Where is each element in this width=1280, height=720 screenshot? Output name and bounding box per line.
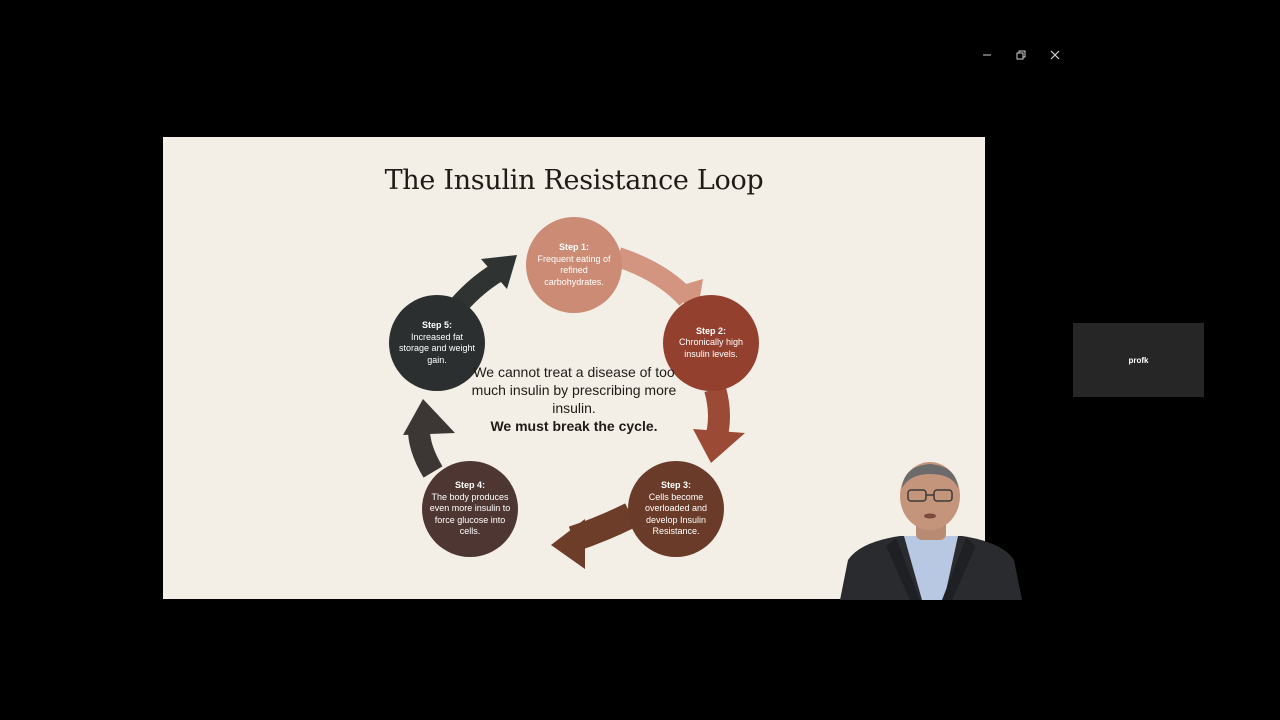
center-message: We cannot treat a disease of too much in… [463, 363, 685, 435]
close-button[interactable] [1040, 44, 1070, 66]
step-2-label: Step 2: [695, 325, 726, 336]
step-4-text: The body produces even more insulin to f… [429, 491, 511, 537]
participant-tile[interactable]: profk [1073, 323, 1204, 397]
step-1-label: Step 1: [558, 242, 589, 252]
center-message-line: We cannot treat a disease of too much in… [471, 364, 677, 416]
step-3-label: Step 3: [660, 480, 691, 491]
minimize-icon [983, 54, 991, 56]
step-3-circle: Step 3: Cells become overloaded and deve… [628, 461, 724, 557]
step-5-text: Increased fat storage and weight gain. [398, 331, 476, 365]
step-1-circle: Step 1: Frequent eating of refined carbo… [526, 217, 622, 313]
close-icon [1050, 50, 1060, 60]
arrowhead-2-to-3 [693, 429, 745, 463]
presenter-video [840, 460, 1022, 600]
minimize-button[interactable] [972, 44, 1002, 66]
arrowhead-3-to-4 [551, 519, 585, 569]
restore-icon [1016, 50, 1026, 60]
step-3-text: Cells become overloaded and develop Insu… [644, 491, 708, 537]
arrowhead-4-to-5 [403, 399, 455, 435]
step-1-text: Frequent eating of refined carbohydrates… [537, 253, 611, 287]
restore-button[interactable] [1006, 44, 1036, 66]
step-4-label: Step 4: [454, 480, 485, 491]
center-message-emphasis: We must break the cycle. [490, 418, 658, 434]
step-2-circle: Step 2: Chronically high insulin levels. [663, 295, 759, 391]
arrowhead-5-to-1 [481, 255, 517, 289]
participant-name: profk [1128, 355, 1149, 365]
step-5-circle: Step 5: Increased fat storage and weight… [389, 295, 485, 391]
step-4-circle: Step 4: The body produces even more insu… [422, 461, 518, 557]
step-2-text: Chronically high insulin levels. [678, 337, 744, 359]
step-5-label: Step 5: [421, 320, 452, 330]
window-controls [972, 44, 1072, 66]
slide-title: The Insulin Resistance Loop [384, 165, 764, 196]
presenter-figure [840, 462, 1022, 600]
shared-slide: The Insulin Resistance Loop Step 1: Freq… [163, 137, 985, 599]
